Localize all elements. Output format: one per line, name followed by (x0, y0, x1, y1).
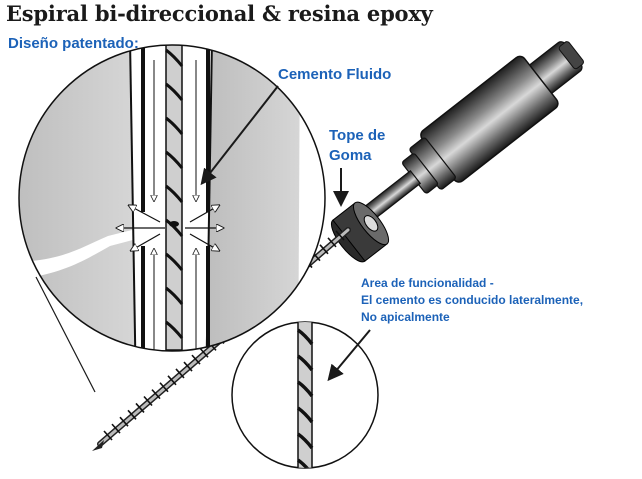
label-area-funcionalidad-line3: No apicalmente (361, 310, 450, 324)
blade-flute (151, 389, 161, 400)
blade-flute (135, 402, 145, 413)
magnified-canal-circle (18, 44, 326, 352)
magnified-flute (296, 458, 314, 468)
magnified-flute (165, 286, 184, 305)
file-handle (357, 41, 584, 225)
magnified-flute (296, 406, 314, 424)
magnified-flute (165, 82, 184, 101)
magnified-flute (296, 354, 314, 372)
magnified-blade-circle (231, 321, 379, 469)
magnified-flute (296, 432, 314, 450)
magnified-flute (296, 380, 314, 398)
magnified-flute (165, 48, 184, 67)
magnified-flute (165, 116, 184, 135)
label-cemento-fluido: Cemento Fluido (278, 66, 392, 83)
label-area-funcionalidad-line2: El cemento es conducido lateralmente, (361, 293, 584, 307)
magnified-flute (165, 150, 184, 169)
magnified-flute (296, 328, 314, 346)
label-area-funcionalidad-line1: Area de funcionalidad - (361, 276, 494, 290)
blade-flute (159, 382, 169, 393)
diagram-subtitle: Diseño patentado: (8, 35, 139, 52)
rubber-stop (330, 201, 390, 263)
blade-flute (119, 416, 129, 427)
label-tope-de-goma-line1: Tope de (329, 127, 386, 144)
blade-flute (103, 430, 113, 441)
magnified-flute (165, 320, 184, 339)
blade-flute (327, 237, 337, 248)
blade-flute (199, 347, 209, 358)
label-tope-de-goma-line2: Goma (329, 147, 372, 164)
magnified-flute (165, 184, 184, 203)
blade-flute (127, 409, 137, 420)
magnified-flute (165, 252, 184, 271)
blade-flute (111, 423, 121, 434)
blade-flute (143, 395, 153, 407)
blade-flute (183, 361, 193, 372)
diagram-title: Espiral bi-direccional & resina epoxy (6, 1, 433, 26)
blade-flute (167, 375, 177, 386)
blade-flute (175, 368, 185, 379)
pointer-arrows (200, 85, 371, 382)
blade-flute (191, 354, 201, 365)
blade-flute (335, 230, 345, 241)
blade-flute (319, 244, 329, 255)
